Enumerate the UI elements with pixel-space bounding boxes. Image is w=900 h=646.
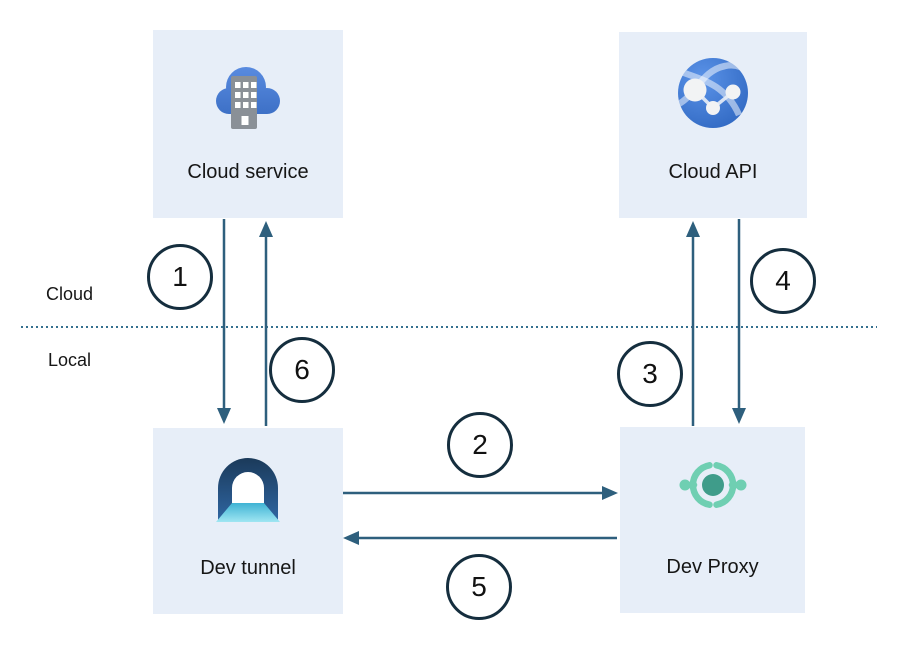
dev-proxy-icon [679, 462, 746, 508]
step-circle-4: 4 [750, 248, 816, 314]
cloud-service-icon [216, 67, 280, 129]
step-circle-2: 2 [447, 412, 513, 478]
step-circle-6: 6 [269, 337, 335, 403]
node-label-cloud-api: Cloud API [668, 161, 758, 183]
arrow-dev-tunnel-to-dev-proxy [343, 486, 618, 500]
step-number-4: 4 [775, 265, 791, 296]
arrow-dev-proxy-to-dev-tunnel [343, 531, 617, 545]
step-number-6: 6 [294, 354, 310, 385]
step-number-2: 2 [472, 429, 488, 460]
node-label-cloud-service: Cloud service [187, 161, 309, 183]
node-cloud-api: Cloud API [619, 32, 807, 218]
dev-tunnel-icon [216, 458, 280, 522]
zone-label-cloud: Cloud [46, 284, 94, 304]
step-circle-5: 5 [446, 554, 512, 620]
step-number-1: 1 [172, 261, 188, 292]
node-dev-tunnel: Dev tunnel [153, 428, 343, 614]
zone-label-local: Local [48, 350, 92, 370]
cloud-api-icon [678, 58, 748, 128]
arrow-cloud-api-to-dev-proxy [732, 219, 746, 424]
arrow-dev-tunnel-to-cloud-service [259, 221, 273, 426]
node-dev-proxy: Dev Proxy [620, 427, 805, 613]
node-label-dev-tunnel: Dev tunnel [200, 557, 296, 579]
step-circle-1: 1 [147, 244, 213, 310]
node-label-dev-proxy: Dev Proxy [666, 556, 759, 578]
node-cloud-service: Cloud service [153, 30, 343, 218]
arrow-cloud-service-to-dev-tunnel [217, 219, 231, 424]
step-number-3: 3 [642, 358, 658, 389]
arrow-dev-proxy-to-cloud-api [686, 221, 700, 426]
step-circle-3: 3 [617, 341, 683, 407]
step-number-5: 5 [471, 571, 487, 602]
